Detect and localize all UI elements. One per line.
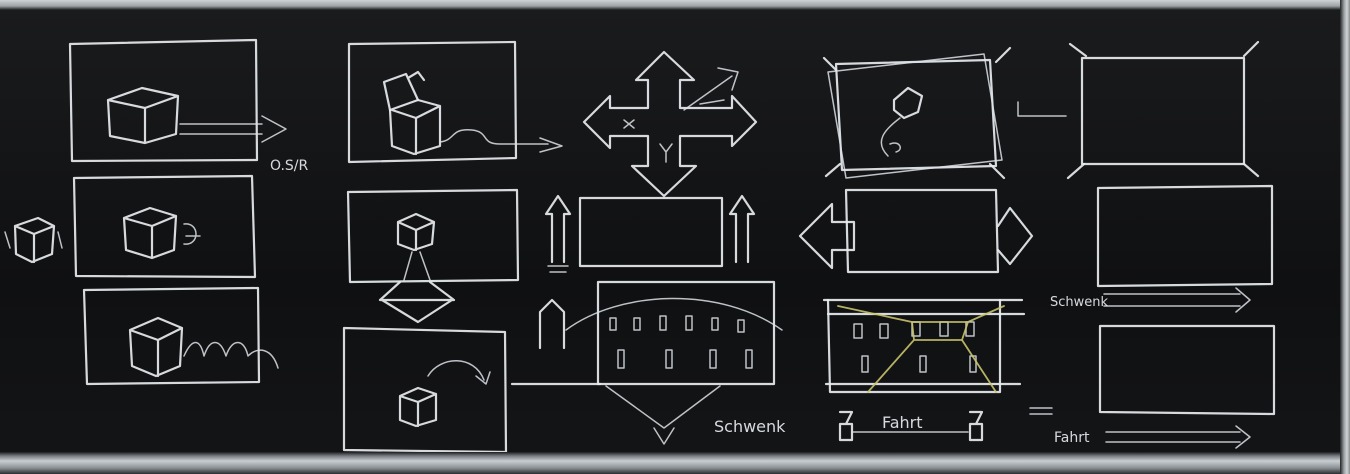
frame-cube-bounce — [82, 286, 279, 386]
frame-zoom-rotate — [822, 46, 1067, 180]
frame-cube-dolly: O.S/R — [68, 38, 309, 174]
frame-box-opening — [347, 40, 563, 164]
label-fahrt-middle: Fahrt — [882, 413, 923, 432]
frame-cube-top — [346, 188, 520, 324]
label-schwenk: Schwenk — [714, 417, 786, 436]
frame-empty-1 — [1096, 184, 1274, 288]
chalk-tray — [0, 452, 1350, 474]
frame-fahrt: Fahrt — [1054, 425, 1251, 449]
compass-arrows — [582, 50, 758, 198]
frame-schwenk: Schwenk — [1050, 287, 1251, 313]
board-frame-right — [1340, 0, 1350, 474]
frame-empty-2 — [1029, 324, 1276, 416]
frame-tilt — [544, 194, 756, 273]
label-osr: O.S/R — [270, 158, 309, 174]
frame-arc-cube — [342, 326, 508, 454]
frame-cube-rotate — [4, 174, 257, 279]
label-schwenk-right: Schwenk — [1050, 295, 1109, 310]
label-fahrt-right: Fahrt — [1054, 430, 1090, 446]
frame-building-fahrt: Fahrt — [822, 298, 1026, 442]
frame-truck — [798, 188, 1034, 274]
frame-zoom-out — [1066, 40, 1260, 180]
frame-building-schwenk: Schwenk — [510, 280, 786, 445]
